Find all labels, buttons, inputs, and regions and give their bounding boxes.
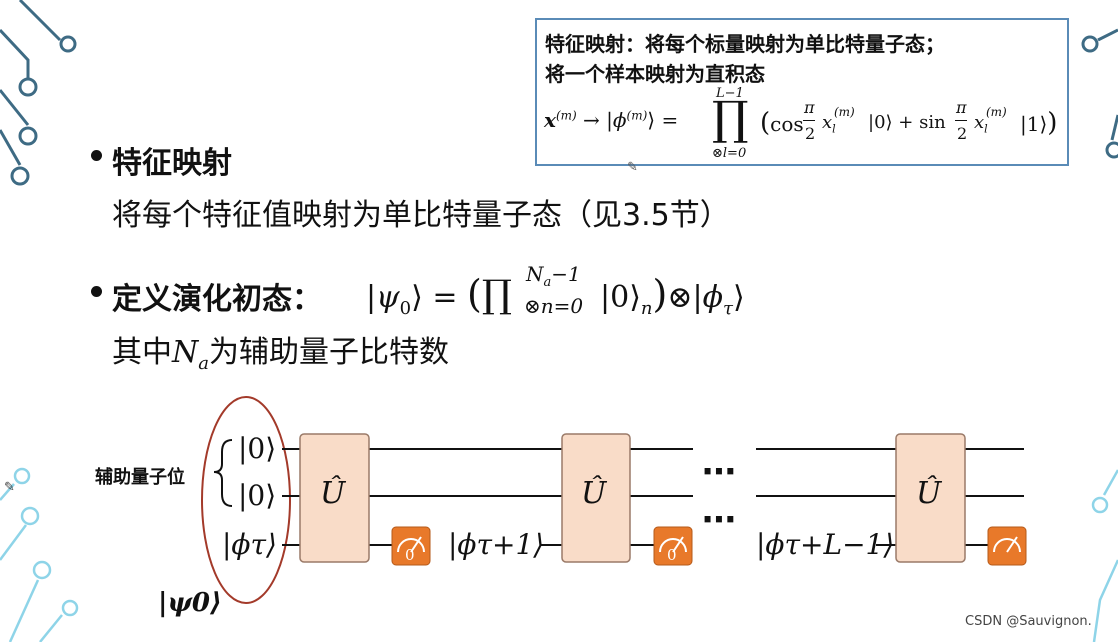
unitary-gate-1 <box>299 433 370 563</box>
callout-pi-1: π <box>804 98 815 117</box>
measurement-meter-1-icon <box>391 526 431 566</box>
callout-two-1: 2 <box>805 124 816 143</box>
callout-x-1: xl <box>822 112 836 136</box>
callout-term-mid: |0⟩ + sin <box>868 112 946 133</box>
callout-prod-symbol: ∏ <box>712 91 749 145</box>
callout-formula-rhs: (cos <box>760 108 804 138</box>
callout-sup-m-2: (m) <box>986 105 1007 119</box>
gate-3-label: Û <box>916 476 942 511</box>
bullet-1-body: 将每个特征值映射为单比特量子态（见3.5节） <box>112 198 730 233</box>
callout-formula-lhs: x(m) → |ϕ(m)⟩ = <box>544 108 679 132</box>
unitary-gate-3 <box>895 433 966 563</box>
watermark-credit: CSDN @Sauvignon. <box>965 614 1092 629</box>
bullet-dot-2 <box>91 286 102 297</box>
bullet-2-formula-end: |0⟩n)⊗|ϕτ⟩ <box>600 272 745 319</box>
ket-phi-tau-initial: |ϕτ⟩ <box>222 528 277 561</box>
initial-state-oval <box>201 396 291 604</box>
bullet-2-prod-top: Na−1 <box>526 262 581 290</box>
pen-cursor-icon: ✎ <box>627 160 638 175</box>
callout-x-2: xl <box>974 112 988 136</box>
meter-1-result: 0 <box>405 546 415 564</box>
unitary-gate-2 <box>561 433 631 563</box>
feature-map-callout: 特征映射：将每个标量映射为单比特量子态； 将一个样本映射为直积态 <box>535 18 1069 166</box>
callout-line-2: 将一个样本映射为直积态 <box>545 62 765 86</box>
bullet-2-title: 定义演化初态： <box>112 282 322 317</box>
callout-line-1: 特征映射：将每个标量映射为单比特量子态； <box>545 32 945 56</box>
psi0-label: |ψ0⟩ <box>158 588 222 618</box>
pen-cursor-icon-2: ✎ <box>4 480 15 495</box>
callout-prod-top: L−1 <box>716 86 744 101</box>
aux-brace <box>213 439 233 507</box>
aux-ket0-2: |0⟩ <box>238 479 277 512</box>
aux-ket0-1: |0⟩ <box>238 432 277 465</box>
callout-pi-2: π <box>956 98 967 117</box>
callout-term-end: |1⟩) <box>1020 108 1058 138</box>
callout-prod-bottom: ⊗l=0 <box>712 146 747 161</box>
aux-qubit-label: 辅助量子位 <box>95 467 185 488</box>
measurement-meter-2-icon <box>653 526 693 566</box>
deco-trace <box>18 0 62 42</box>
measurement-meter-3-icon <box>987 526 1027 566</box>
bullet-dot-1 <box>91 150 102 161</box>
bullet-1-title: 特征映射 <box>112 146 232 181</box>
callout-sup-m-1: (m) <box>834 105 855 119</box>
callout-fraction-bar-1 <box>803 120 815 121</box>
ellipsis-bottom: ⋯ <box>702 500 736 540</box>
bullet-2-formula-start: |ψ0⟩ = (∏ <box>366 272 513 319</box>
ket-phi-tau-plus-L-minus-1: |ϕτ+L−1⟩ <box>756 528 895 561</box>
gate-1-label: Û <box>320 476 346 511</box>
ellipsis-top: ⋯ <box>702 452 736 492</box>
circuit-wires <box>282 448 1024 546</box>
gate-2-label: Û <box>581 476 607 511</box>
ket-phi-tau-plus-1: |ϕτ+1⟩ <box>448 528 545 561</box>
callout-two-2: 2 <box>957 124 968 143</box>
callout-fraction-bar-2 <box>955 120 967 121</box>
meter-2-result: 0 <box>667 546 677 564</box>
bullet-2-body: 其中Na为辅助量子比特数 <box>112 335 449 374</box>
bullet-2-prod-bottom: ⊗n=0 <box>524 294 584 318</box>
deco-node <box>59 35 77 53</box>
